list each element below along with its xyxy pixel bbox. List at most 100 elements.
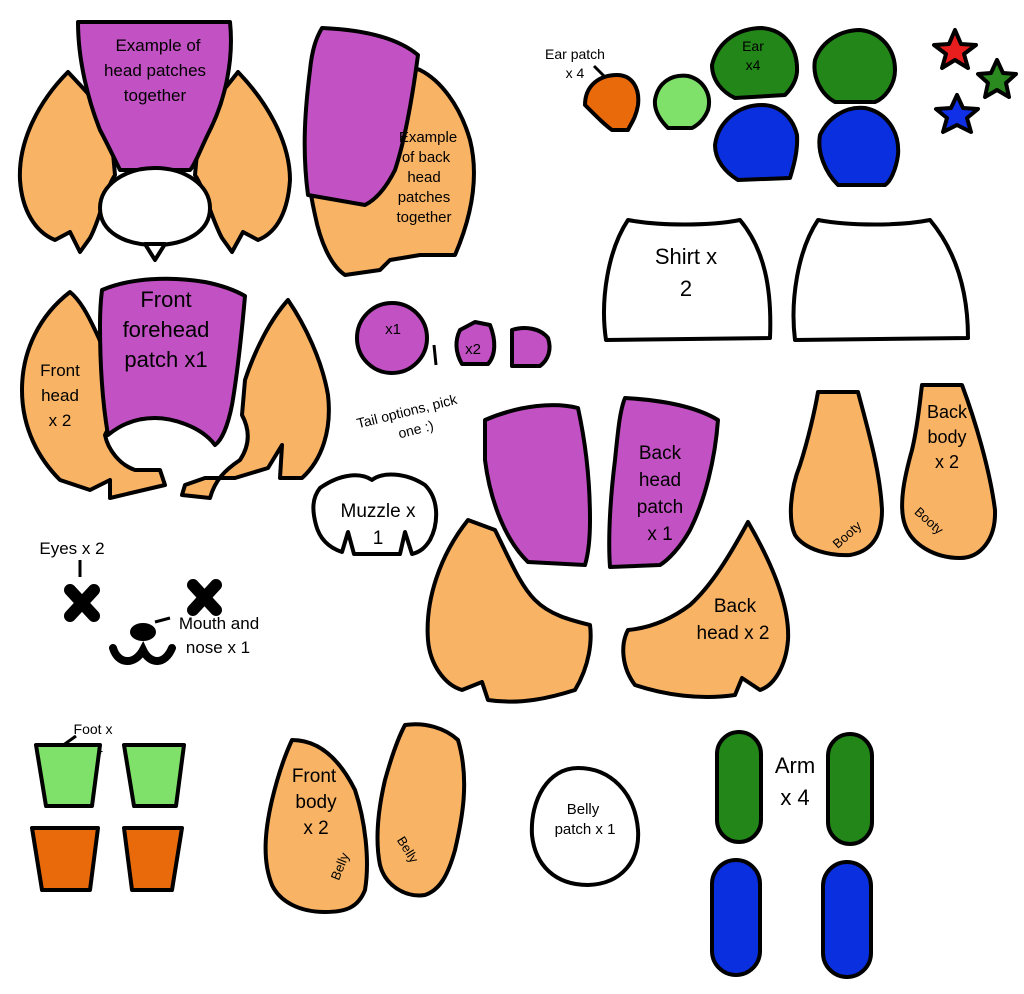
back-head-patch-label-4: x 1 <box>647 524 672 545</box>
back-head-example-label-2: of back <box>402 149 451 166</box>
head-example-face-hole <box>98 166 212 247</box>
front-body-label-1: Front <box>292 766 337 787</box>
ear-green-1 <box>710 26 800 100</box>
head-example-label-2: head patches <box>104 61 206 80</box>
eye-right-icon <box>187 579 222 616</box>
back-head-patch-label-3: patch <box>637 497 683 518</box>
ear-blue-2 <box>817 105 901 187</box>
tail-pointer <box>432 344 438 366</box>
head-example-chin-notch <box>143 242 167 262</box>
tail-options-label-2: one :) <box>396 417 435 441</box>
ear-label-2: x4 <box>746 57 761 73</box>
mouth-nose-label-1: Mouth and <box>179 614 259 633</box>
foot-group: Foot x 4 <box>30 721 186 892</box>
shirt-piece-1 <box>602 218 773 342</box>
shirt-piece-2 <box>791 218 970 342</box>
back-head-example-label-4: patches <box>398 189 451 206</box>
back-head-example-purple-piece <box>302 26 420 207</box>
arm-blue-1 <box>710 858 762 977</box>
back-head-example-label-5: together <box>396 209 451 226</box>
front-body-label-3: x 2 <box>303 818 328 839</box>
back-body-left <box>788 390 884 558</box>
head-example-forehead-piece <box>76 20 233 172</box>
back-head-example-label-1: Example <box>399 129 457 146</box>
tail-x2-label: x2 <box>465 341 481 358</box>
front-forehead-label-3: patch x1 <box>124 347 207 372</box>
back-head-patch-group: Back head patch x 1 <box>483 396 720 569</box>
tail-x1-label: x1 <box>385 321 401 338</box>
eyes-label: Eyes x 2 <box>39 539 104 558</box>
foot-orange-1 <box>30 826 100 892</box>
front-body-right <box>375 722 467 898</box>
front-head-group: Front forehead patch x1 Front head x 2 <box>20 276 331 500</box>
front-body-left <box>263 738 369 914</box>
ear-patch-label-1: Ear patch <box>545 46 605 62</box>
back-body-label-3: x 2 <box>935 452 959 472</box>
star-blue-icon <box>934 93 980 134</box>
tail-option-small <box>510 326 552 368</box>
shirt-label-1: Shirt x <box>655 244 717 269</box>
tail-option-large <box>355 301 429 375</box>
front-head-label-1: Front <box>40 361 80 380</box>
nose-icon <box>130 623 156 641</box>
arm-label-2: x 4 <box>780 785 809 810</box>
front-body-group: Front body x 2 Belly Belly <box>263 722 467 914</box>
back-head-example-group: Example of back head patches together <box>302 26 477 277</box>
back-head-patch-label-1: Back <box>639 443 682 464</box>
foot-orange-2 <box>122 826 184 892</box>
front-forehead-label-1: Front <box>140 287 191 312</box>
stars-group <box>932 28 1018 134</box>
front-head-label-2: head <box>41 386 79 405</box>
back-head-example-label-3: head <box>407 169 440 186</box>
arm-blue-2 <box>821 860 873 979</box>
ear-green-2 <box>812 28 897 104</box>
muzzle-group: Muzzle x 1 <box>311 472 439 556</box>
arm-label-1: Arm <box>775 753 815 778</box>
head-example-label-1: Example of <box>115 36 200 55</box>
back-head-group: Back head x 2 <box>425 518 791 704</box>
ear-patch-label-2: x 4 <box>566 65 585 81</box>
belly-patch-label-1: Belly <box>567 801 600 818</box>
mouth-nose-label-2: nose x 1 <box>186 638 250 657</box>
head-example-label-3: together <box>124 86 187 105</box>
foot-light-green-1 <box>34 743 102 808</box>
shirt-group: Shirt x 2 <box>602 218 970 342</box>
front-forehead-piece <box>98 276 247 447</box>
back-body-right <box>900 383 998 560</box>
shirt-label-2: 2 <box>680 276 692 301</box>
belly-patch-piece <box>529 766 641 887</box>
mouth-pointer <box>154 616 171 624</box>
back-head-label-1: Back <box>714 596 757 617</box>
muzzle-label-1: Muzzle x <box>341 501 416 522</box>
back-body-group: Back body x 2 Booty Booty <box>788 383 998 560</box>
back-body-label-1: Back <box>927 402 968 422</box>
arm-group: Arm x 4 <box>710 730 874 979</box>
front-head-label-3: x 2 <box>49 411 72 430</box>
head-example-group: Example of head patches together <box>17 20 292 262</box>
foot-light-green-2 <box>122 743 186 808</box>
back-head-patch-left <box>483 403 592 567</box>
back-head-right-piece <box>621 520 791 699</box>
mouth-icon <box>109 641 176 665</box>
front-head-left-piece <box>20 290 167 500</box>
back-body-label-2: body <box>927 427 966 447</box>
front-body-label-2: body <box>295 792 337 813</box>
star-red-icon <box>932 28 978 70</box>
front-head-right-piece <box>180 298 331 500</box>
star-green-icon <box>976 58 1018 99</box>
front-forehead-label-2: forehead <box>123 317 210 342</box>
eye-left-icon <box>64 584 100 622</box>
face-features-group: Eyes x 2 Mouth and nose x 1 <box>39 539 259 665</box>
tail-option-medium <box>454 320 497 366</box>
ear-patch-orange <box>583 73 641 132</box>
muzzle-piece <box>311 472 439 556</box>
arm-green-1 <box>715 730 763 844</box>
back-head-patch-label-2: head <box>639 470 681 491</box>
belly-patch-label-2: patch x 1 <box>555 821 616 838</box>
arm-green-2 <box>826 732 874 846</box>
ear-patch-light-green <box>652 73 711 130</box>
ear-blue-1 <box>713 103 800 182</box>
belly-patch-group: Belly patch x 1 <box>529 766 641 887</box>
back-head-left-piece <box>425 518 593 704</box>
ear-label-1: Ear <box>742 38 764 54</box>
